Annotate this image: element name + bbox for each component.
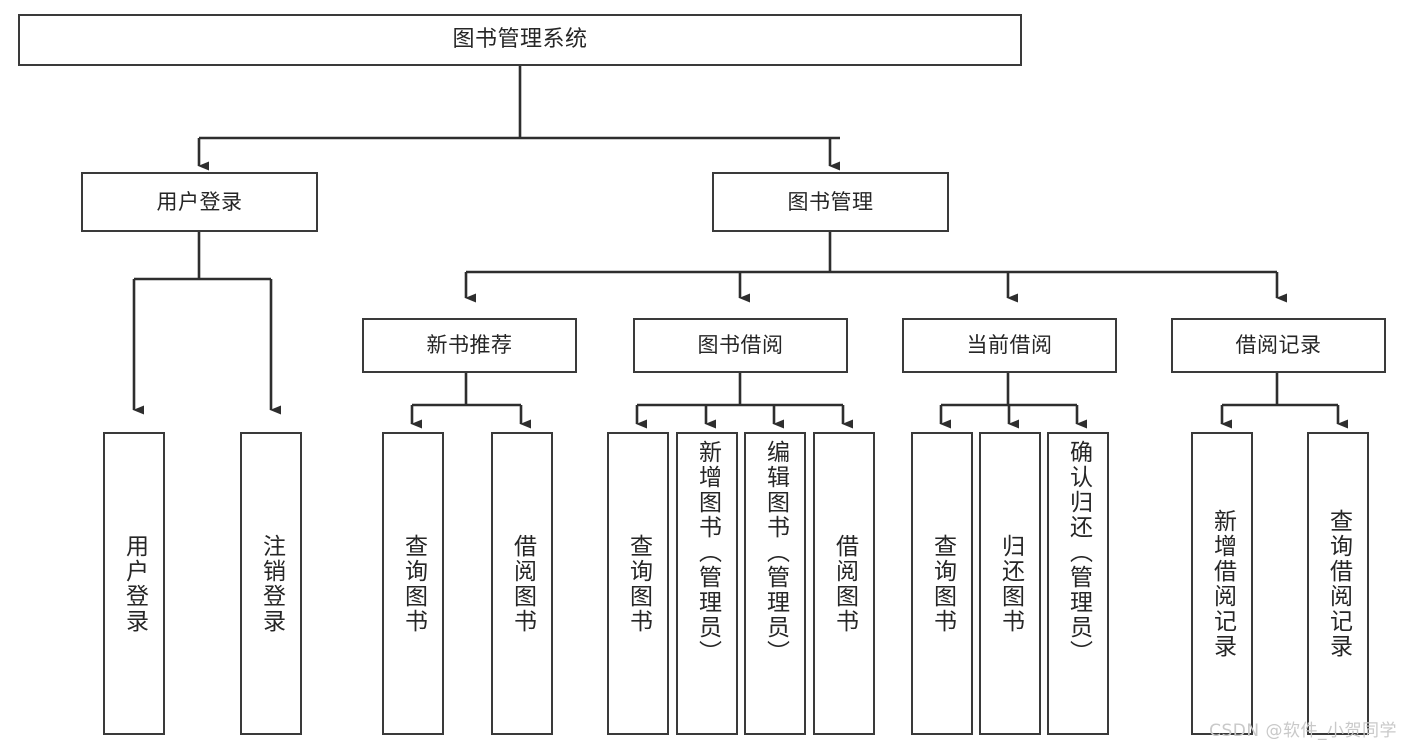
- node-leaf-logout[interactable]: 注销登录: [240, 432, 302, 735]
- node-user-login[interactable]: 用户登录: [81, 172, 318, 232]
- node-leaf-borrow-book-2-label: 借阅图书: [831, 533, 858, 634]
- node-leaf-query-record[interactable]: 查询借阅记录: [1307, 432, 1369, 735]
- node-leaf-query-record-label: 查询借阅记录: [1325, 508, 1352, 659]
- node-leaf-borrow-book-2[interactable]: 借阅图书: [813, 432, 875, 735]
- node-leaf-query-book-3-label: 查询图书: [929, 533, 956, 634]
- node-current-borrow-label: 当前借阅: [966, 333, 1053, 358]
- node-root-label: 图书管理系统: [452, 27, 588, 53]
- node-leaf-logout-label: 注销登录: [258, 533, 285, 634]
- node-leaf-user-login-label: 用户登录: [121, 533, 148, 634]
- node-new-book-rec[interactable]: 新书推荐: [362, 318, 577, 373]
- node-leaf-borrow-book-1[interactable]: 借阅图书: [491, 432, 553, 735]
- node-user-login-label: 用户登录: [156, 189, 243, 214]
- node-leaf-query-book-1[interactable]: 查询图书: [382, 432, 444, 735]
- node-leaf-query-book-1-label: 查询图书: [400, 533, 427, 634]
- node-leaf-add-book-label: 新增图书（管理员）: [694, 440, 721, 665]
- node-leaf-confirm-return[interactable]: 确认归还（管理员）: [1047, 432, 1109, 735]
- node-root[interactable]: 图书管理系统: [18, 14, 1022, 66]
- node-borrow-record-label: 借阅记录: [1235, 333, 1322, 358]
- node-leaf-user-login[interactable]: 用户登录: [103, 432, 165, 735]
- node-leaf-confirm-return-label: 确认归还（管理员）: [1065, 440, 1092, 665]
- node-leaf-add-record[interactable]: 新增借阅记录: [1191, 432, 1253, 735]
- node-leaf-edit-book-label: 编辑图书（管理员）: [762, 440, 789, 665]
- node-leaf-query-book-2-label: 查询图书: [625, 533, 652, 634]
- node-borrow-record[interactable]: 借阅记录: [1171, 318, 1386, 373]
- node-book-manage[interactable]: 图书管理: [712, 172, 949, 232]
- node-leaf-add-record-label: 新增借阅记录: [1209, 508, 1236, 659]
- node-book-borrow-label: 图书借阅: [697, 333, 784, 358]
- node-leaf-query-book-3[interactable]: 查询图书: [911, 432, 973, 735]
- node-book-borrow[interactable]: 图书借阅: [633, 318, 848, 373]
- node-leaf-return-book-label: 归还图书: [997, 533, 1024, 634]
- node-leaf-borrow-book-1-label: 借阅图书: [509, 533, 536, 634]
- node-book-manage-label: 图书管理: [787, 189, 874, 214]
- node-leaf-edit-book[interactable]: 编辑图书（管理员）: [744, 432, 806, 735]
- node-new-book-rec-label: 新书推荐: [426, 333, 513, 358]
- csdn-watermark: CSDN @软件_小贺同学: [1209, 721, 1397, 741]
- node-current-borrow[interactable]: 当前借阅: [902, 318, 1117, 373]
- node-leaf-query-book-2[interactable]: 查询图书: [607, 432, 669, 735]
- node-leaf-add-book[interactable]: 新增图书（管理员）: [676, 432, 738, 735]
- node-leaf-return-book[interactable]: 归还图书: [979, 432, 1041, 735]
